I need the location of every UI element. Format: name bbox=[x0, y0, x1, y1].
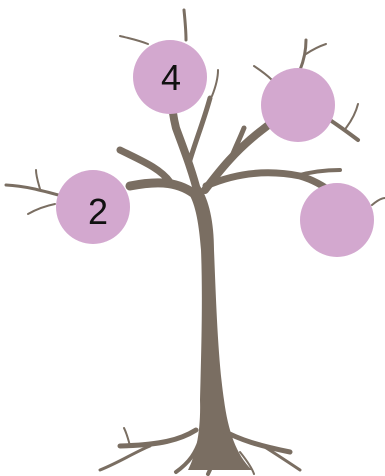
fruit-top: 4 bbox=[133, 40, 207, 114]
fruit-left-label: 2 bbox=[88, 191, 108, 232]
fruit-top-label: 4 bbox=[161, 57, 181, 98]
twig-top-3 bbox=[212, 70, 218, 96]
twig-left bbox=[6, 185, 62, 196]
trunk-body bbox=[188, 186, 252, 470]
twig-top-1 bbox=[184, 10, 186, 40]
twig-right-1 bbox=[300, 40, 306, 70]
root-left-2 bbox=[100, 446, 150, 470]
twig-right-4 bbox=[330, 120, 358, 140]
root-left bbox=[120, 430, 196, 446]
twig-right-lower bbox=[372, 198, 385, 205]
twig-left-2 bbox=[28, 204, 55, 214]
branch-middle-side bbox=[190, 98, 210, 160]
twig-right-3 bbox=[254, 66, 272, 80]
fruit-upper-right bbox=[261, 68, 335, 142]
branch-left-stub bbox=[120, 150, 170, 182]
twig-left-3 bbox=[36, 170, 40, 189]
fruit-lower-right-circle bbox=[300, 183, 374, 257]
twig-right-2 bbox=[306, 44, 326, 54]
twig-top-2 bbox=[120, 36, 148, 44]
twig-right-lower-2 bbox=[296, 170, 340, 176]
fruit-left: 2 bbox=[56, 170, 130, 244]
fruit-upper-right-circle bbox=[261, 68, 335, 142]
branch-left bbox=[130, 183, 197, 196]
twig-right-5 bbox=[346, 104, 358, 128]
fruit-lower-right bbox=[300, 183, 374, 257]
